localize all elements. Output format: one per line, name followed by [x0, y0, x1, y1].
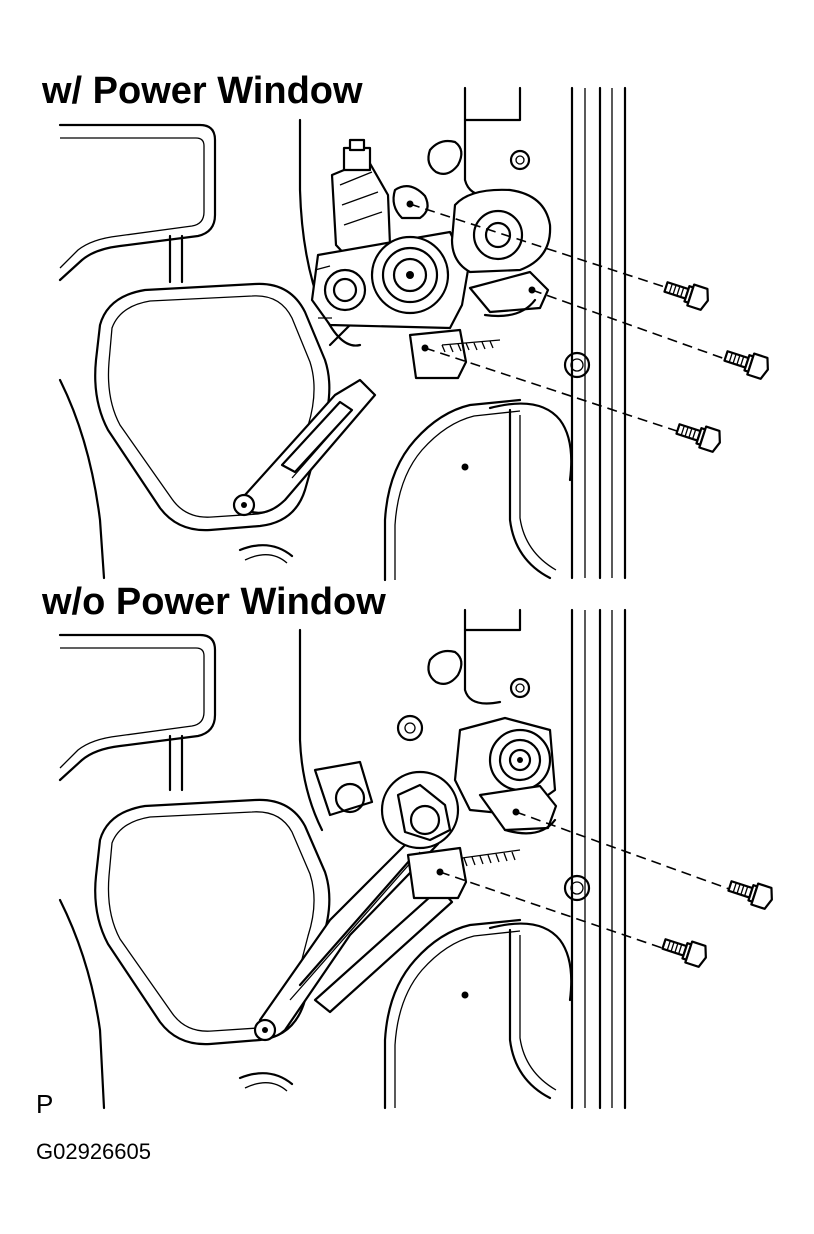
bolt-2: [723, 350, 769, 380]
bolt-1: [663, 281, 709, 311]
regulator-pulley-bracket: [392, 185, 552, 380]
door-panel-outline: [58, 608, 627, 1110]
regulator-arm: [253, 828, 454, 1042]
bolt-leader-lines: [439, 811, 733, 951]
figure-code: G02926605: [36, 1139, 151, 1164]
manual-window-regulator-illustration: [58, 608, 773, 1110]
section-title-power-window: w/ Power Window: [42, 70, 363, 112]
section-title-manual-window: w/o Power Window: [42, 581, 386, 623]
bolt-3: [675, 423, 721, 453]
regulator-arm: [232, 308, 377, 517]
regulator-drum-bracket: [380, 716, 558, 900]
page-marker: P: [36, 1089, 54, 1119]
power-window-motor: [310, 138, 470, 330]
bolt-leader-lines: [409, 203, 729, 433]
power-window-regulator-illustration: [58, 86, 769, 582]
bolt-1: [727, 880, 773, 910]
bolt-2: [661, 938, 707, 968]
